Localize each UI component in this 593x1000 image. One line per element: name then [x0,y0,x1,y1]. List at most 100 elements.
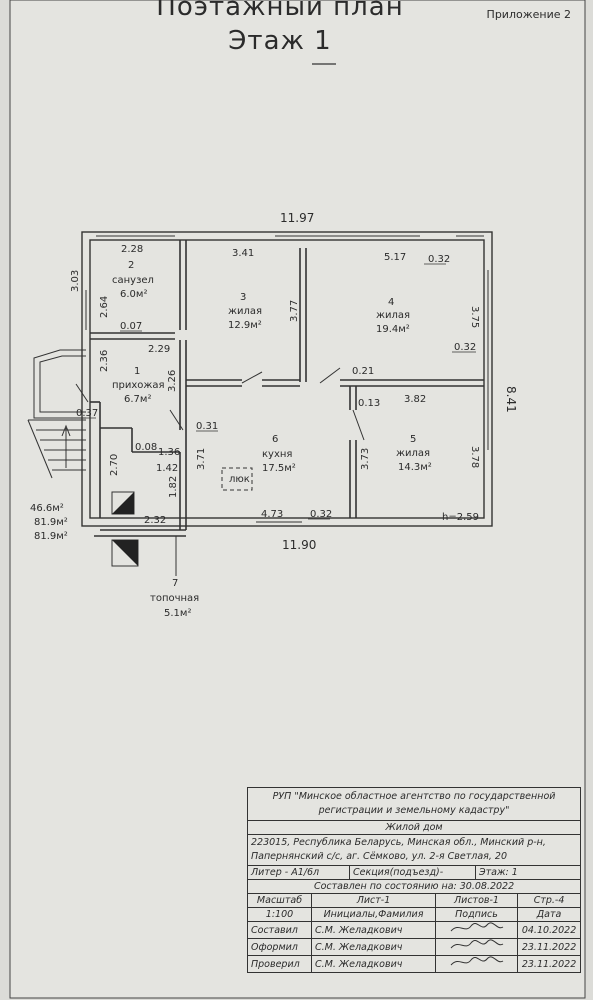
svg-text:81.9м²: 81.9м² [34,531,68,542]
page-title: Поэтажный план [156,0,404,22]
svg-text:0.37: 0.37 [76,408,98,419]
floor-title: Этаж 1 [228,26,332,56]
dim-overall-bottom: 11.90 [282,538,316,552]
svg-text:3.26: 3.26 [167,370,178,392]
room-4: 4 жилая 19.4м² [376,297,410,335]
windows [85,235,489,523]
svg-text:12.9м²: 12.9м² [228,320,262,331]
svg-text:46.6м²: 46.6м² [30,503,64,514]
svg-text:жилая: жилая [376,310,410,321]
sheet-cell: Лист-1 [311,893,436,908]
person-name: С.М. Желадкович [311,921,436,939]
svg-text:2.29: 2.29 [148,344,170,355]
svg-text:1.36: 1.36 [158,447,180,458]
room-2: 2 санузел 6.0м² [112,260,154,300]
section: Секция(подъезд)- [349,865,476,880]
svg-text:0.32: 0.32 [428,254,450,265]
svg-text:3.03: 3.03 [70,270,81,292]
svg-text:жилая: жилая [396,448,430,459]
room-7: 7 топочная 5.1м² [150,578,199,619]
svg-text:кухня: кухня [262,449,292,460]
liter: Литер - А1/6л [247,865,350,880]
side-totals: 46.6м² 81.9м² 81.9м² [30,503,68,542]
svg-text:81.9м²: 81.9м² [34,517,68,528]
svg-text:3.41: 3.41 [232,248,254,259]
room-5: 5 жилая 14.3м² [396,434,432,473]
date-header: Дата [516,907,582,922]
svg-text:3.82: 3.82 [404,394,426,405]
scale-value: 1:100 [247,907,312,922]
hatch-label: люк [229,474,250,485]
dim-overall-right: 8.41 [504,386,518,413]
svg-text:0.32: 0.32 [310,509,332,520]
svg-text:6: 6 [272,434,278,445]
signature-header: Подпись [435,907,518,922]
boiler-symbol [111,491,139,567]
room-6: 6 кухня 17.5м² [262,434,296,474]
svg-text:5: 5 [410,434,416,445]
signature-mark [435,955,518,973]
outer-walls [81,231,493,527]
svg-text:5.1м²: 5.1м² [164,608,191,619]
svg-text:3.73: 3.73 [360,448,371,470]
svg-text:2.64: 2.64 [99,296,110,318]
svg-text:3.77: 3.77 [289,300,300,322]
svg-text:жилая: жилая [228,306,262,317]
svg-text:0.13: 0.13 [358,398,380,409]
stamp-row: Проверил С.М. Желадкович 23.11.2022 [247,955,582,973]
room-dimensions: 2.28 3.41 5.17 0.32 3.03 2.64 0.07 2.29 … [70,244,480,526]
dim-overall-top: 11.97 [280,211,314,225]
svg-text:санузел: санузел [112,275,154,286]
stamp-row: Составил С.М. Желадкович 04.10.2022 [247,921,582,939]
signature-mark [435,938,518,956]
role: Составил [247,921,312,939]
ceiling-height: h=2.59 [442,512,479,523]
object-name: Жилой дом [246,820,582,835]
hatch [221,467,253,491]
svg-text:0.32: 0.32 [454,342,476,353]
sheets-cell: Листов-1 [435,893,518,908]
row-date: 23.11.2022 [516,955,582,973]
svg-text:7: 7 [172,578,178,589]
svg-text:3.71: 3.71 [196,448,207,470]
initials-header: Инициалы,Фамилия [311,907,436,922]
room-3: 3 жилая 12.9м² [228,292,262,331]
svg-text:прихожая: прихожая [112,380,165,391]
svg-text:1.82: 1.82 [168,476,179,498]
svg-text:4.73: 4.73 [261,509,283,520]
svg-text:2.70: 2.70 [109,454,120,476]
svg-text:4: 4 [388,297,394,308]
svg-text:2.32: 2.32 [144,515,166,526]
svg-text:0.21: 0.21 [352,366,374,377]
svg-text:19.4м²: 19.4м² [376,324,410,335]
address: 223015, Республика Беларусь, Минская обл… [246,834,582,866]
svg-text:3.78: 3.78 [469,446,480,468]
signature-mark [435,921,518,939]
person-name: С.М. Желадкович [311,955,436,973]
stamp-row: Оформил С.М. Желадкович 23.11.2022 [247,938,582,956]
svg-text:2.36: 2.36 [99,350,110,372]
svg-text:1.42: 1.42 [156,463,178,474]
floor-cell: Этаж: 1 [474,865,582,880]
person-name: С.М. Желадкович [311,938,436,956]
svg-text:топочная: топочная [150,593,199,604]
svg-text:2: 2 [128,260,134,271]
organization: РУП "Минское областное агентство по госу… [246,787,582,821]
porch-stairs [27,349,86,479]
title-block: РУП "Минское областное агентство по госу… [246,787,582,984]
svg-text:14.3м²: 14.3м² [398,462,432,473]
svg-text:6.0м²: 6.0м² [120,289,147,300]
svg-text:0.08: 0.08 [135,442,157,453]
scale-label: Масштаб [247,893,312,908]
svg-text:1: 1 [134,366,140,377]
svg-text:0.31: 0.31 [196,421,218,432]
row-date: 23.11.2022 [516,938,582,956]
svg-text:0.07: 0.07 [120,321,142,332]
svg-text:6.7м²: 6.7м² [124,394,151,405]
compiled-date: Составлен по состоянию на: 30.08.2022 [246,879,582,894]
svg-text:3: 3 [240,292,246,303]
svg-text:3.75: 3.75 [469,306,480,328]
row-date: 04.10.2022 [516,921,582,939]
svg-text:2.28: 2.28 [121,244,143,255]
